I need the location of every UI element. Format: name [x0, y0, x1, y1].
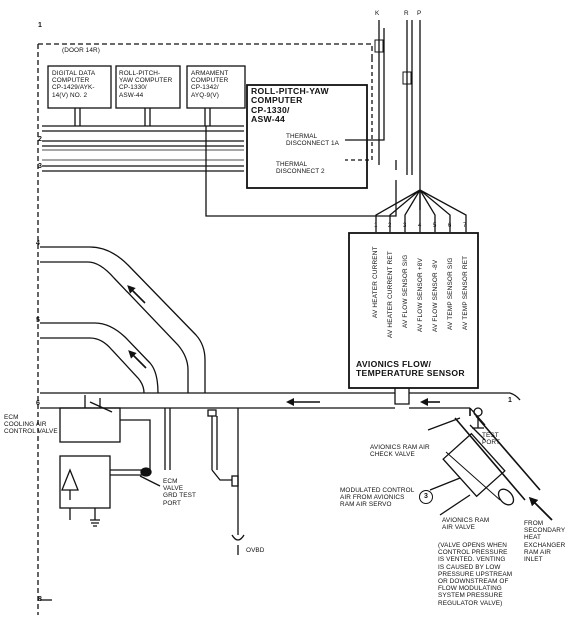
line-number-2: 2 [38, 136, 42, 143]
ecm-valve-box [59, 407, 121, 443]
line-number-1: 1 [38, 22, 42, 29]
line-number-4: 4 [36, 240, 40, 247]
valve-note: (VALVE OPENS WHEN CONTROL PRESSURE IS VE… [438, 542, 513, 607]
sensor-pin-label: AV TEMP SENSOR SIG [447, 257, 454, 331]
line-number-3: 3 [38, 163, 42, 170]
thermal-disconnect-2: THERMAL DISCONNECT 2 [276, 161, 325, 176]
sensor-pin-number: 3 [403, 223, 407, 229]
sensor-pin-label: AV TEMP SENSOR RET [462, 255, 469, 330]
armament-computer-label: ARMAMENT COMPUTER CP-1342/ AYQ-9(V) [191, 70, 229, 99]
servo-number-badge: 3 [419, 490, 433, 504]
door-label: (DOOR 14R) [62, 47, 100, 54]
sensor-pin-number: 2 [388, 223, 392, 229]
line-number-1-right: 1 [508, 397, 512, 404]
line-number-6: 6 [36, 400, 40, 407]
sensor-pin-number: 4 [418, 223, 422, 229]
ecm-cooling-air-valve-label: ECM COOLING AIR CONTROL VALVE [4, 414, 58, 436]
rpy-main-computer-label: ROLL-PITCH-YAW COMPUTER CP-1330/ ASW-44 [251, 86, 329, 125]
sensor-pin-label: AV FLOW SENSOR -8V [432, 259, 439, 332]
modulated-control-air-label: MODULATED CONTROL AIR FROM AVIONICS RAM … [340, 487, 415, 509]
test-port-label: TEST PORT [482, 432, 501, 447]
sensor-pin-number: 7 [463, 223, 467, 229]
sensor-pin-label: AV FLOW SENSOR +8V [417, 258, 424, 332]
sensor-pin-number: 5 [433, 223, 437, 229]
rpy-main-computer-box [246, 84, 368, 189]
sensor-pin-label: AV HEATER CURRENT RET [387, 251, 394, 338]
ovbd-label: OVBD [246, 547, 265, 554]
sensor-pin-label: AV HEATER CURRENT [372, 246, 379, 318]
line-number-8: 8 [38, 596, 42, 603]
sensor-pin-number: 6 [448, 223, 452, 229]
sensor-pin-label: AV FLOW SENSOR SIG [402, 254, 409, 328]
wire-letter-r: R [404, 10, 409, 17]
ram-air-check-valve-label: AVIONICS RAM AIR CHECK VALVE [370, 444, 430, 459]
digital-data-computer-label: DIGITAL DATA COMPUTER CP-1429/AYK- 14(V)… [52, 70, 96, 99]
armament-computer-box [186, 65, 246, 109]
sensor-pin-number: 1 [374, 223, 378, 229]
wire-letter-p: P [417, 10, 422, 17]
rpy-small-computer-box [115, 65, 181, 109]
ecm-grd-test-port-label: ECM VALVE GRD TEST PORT [163, 478, 196, 507]
thermal-disconnect-1a: THERMAL DISCONNECT 1A [286, 133, 340, 148]
avionics-sensor-box [348, 232, 479, 389]
avionics-sensor-label: AVIONICS FLOW/ TEMPERATURE SENSOR [356, 359, 465, 379]
wire-letter-k: K [375, 10, 380, 17]
ram-air-valve-label: AVIONICS RAM AIR VALVE [442, 517, 490, 532]
rpy-small-computer-label: ROLL-PITCH- YAW COMPUTER CP-1330/ ASW-44 [119, 70, 173, 99]
line-number-5: 5 [36, 317, 40, 324]
from-secondary-label: FROM SECONDARY HEAT EXCHANGER RAM AIR IN… [524, 520, 566, 564]
